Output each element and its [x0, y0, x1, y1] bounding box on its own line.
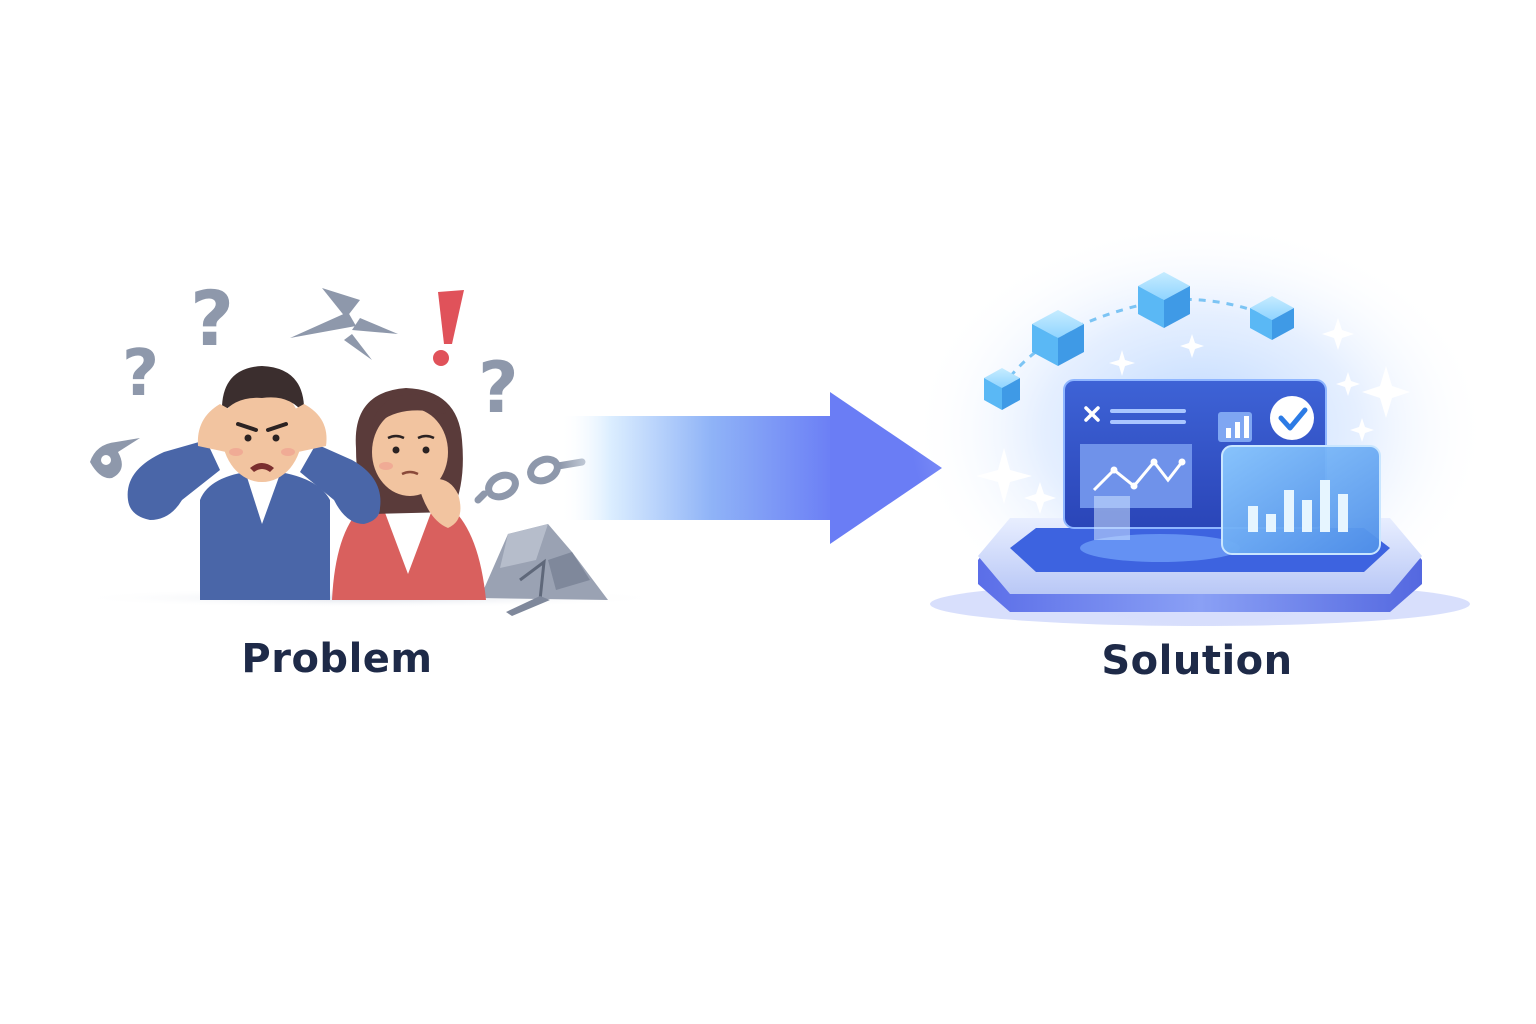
broken-tool-icon — [290, 288, 398, 360]
rubble-icon — [480, 524, 608, 616]
solution-label: Solution — [1101, 638, 1293, 684]
solution-illustration — [910, 220, 1490, 640]
problem-illustration: ? ? ? — [70, 274, 670, 616]
question-mark-icon: ? — [122, 337, 159, 411]
bar-chart-icon — [1218, 412, 1252, 442]
broken-gear-icon — [90, 438, 140, 479]
cube-icon — [1138, 272, 1190, 328]
close-icon — [1084, 406, 1100, 422]
check-icon — [1270, 396, 1314, 440]
man-figure — [127, 366, 381, 600]
transition-arrow — [560, 392, 942, 544]
cube-icon — [1250, 296, 1294, 340]
problem-label: Problem — [241, 636, 433, 682]
exclamation-icon — [433, 290, 464, 366]
sparkle-icon — [976, 318, 1410, 514]
platform — [930, 518, 1470, 626]
bar-chart-card — [1221, 445, 1381, 555]
question-mark-icon: ? — [190, 274, 234, 363]
cube-icon — [984, 368, 1020, 410]
text-line — [1110, 420, 1186, 424]
text-line — [1110, 409, 1186, 413]
man-face — [222, 386, 302, 482]
woman-face — [372, 408, 448, 496]
hologram-beam — [1094, 496, 1130, 540]
question-mark-icon: ? — [478, 347, 519, 429]
cube-icon — [1032, 310, 1084, 366]
